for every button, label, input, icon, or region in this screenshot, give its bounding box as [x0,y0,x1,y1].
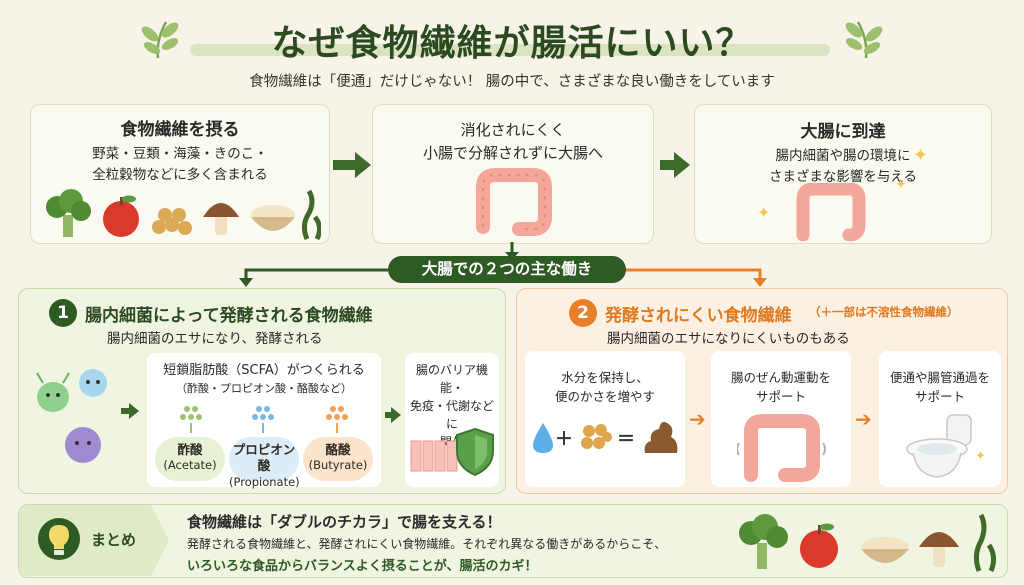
intestine-icon [476,168,552,236]
bacteria-purple-icon [65,427,101,463]
section-number: 2 [569,299,597,327]
step-text-2: 全粒穀物などに多く含まれる [92,166,268,183]
flow-arrow-2 [660,152,690,178]
seaweed-icon [973,513,997,572]
effect-line-2: 便のかさを増やす [554,388,655,404]
gut-barrier-shield-icon [410,427,494,477]
water-drop-icon [533,423,553,453]
sparkle-icon: ✦ [757,203,771,222]
step-large-intestine: 大腸に到達 腸内細菌や腸の環境に さまざまな影響を与える ✦ ✦ ✦ [694,104,992,244]
large-intestine-icon [796,183,866,241]
seaweed-icon [301,189,321,241]
effect-bowel-box: 便通や腸管通過を サポート ✦ [879,351,1001,487]
stool-icon [644,421,678,453]
page-title: なぜ食物繊維が腸活にいい？ [271,23,753,64]
step-text-2: さまざまな影響を与える [768,168,918,185]
effect-line-1: 水分を保持し、 [561,370,649,385]
effect-line-1: 腸のぜん動運動を [730,370,831,385]
acid-propionate: プロピオン酸 (Propionate) [229,437,300,489]
summary-box: まとめ 食物繊維は「ダブルのチカラ」で腸を支える！ 発酵される食物繊維と、発酵さ… [18,504,1008,578]
barrier-text-2: 免疫・代謝などに [409,399,494,431]
broccoli-icon [46,189,91,237]
barrier-text-1: 腸のバリア機能・ [415,363,488,395]
section1-arrow-1 [121,403,139,419]
summary-foods-illustration [739,513,997,572]
summary-line-2: いろいろな食品からバランスよく摂ることが、腸活のカギ！ [187,559,538,574]
step-title-2: 小腸で分解されずに大腸へ [422,144,603,163]
section-subtitle: 腸内細菌のエサになりにくいものもある [607,331,850,347]
scfa-dots-illustration [180,406,348,433]
grain-bowl-icon [861,537,909,563]
section-title: 発酵されにくい食物繊維 [605,306,792,326]
acid-en: (Butyrate) [308,458,368,473]
apple-icon [800,523,838,568]
bacteria-blue-icon [79,369,107,397]
acid-name: プロピオン酸 [232,442,296,474]
mushroom-icon [919,532,959,567]
peristalsis-intestine-icon [737,414,826,482]
effect-line-2: サポート [755,388,806,404]
barrier-box: 腸のバリア機能・ 免疫・代謝などに 関与 [405,353,499,487]
section-non-fermented-fiber: 2 発酵されにくい食物繊維 （＋一部は不溶性食物繊維） 腸内細菌のエサになりにく… [516,288,1008,494]
leaf-left-icon [141,21,179,59]
title-underline [190,44,830,56]
effect-peristalsis-box: 腸のぜん動運動を サポート [711,351,851,487]
fiber-foods-illustration [46,189,321,241]
section-number: 1 [49,299,77,327]
section-title-note: （＋一部は不溶性食物繊維） [809,305,959,319]
step-title: 大腸に到達 [800,122,886,142]
section2-arrow-1: ➔ [689,407,706,431]
sparkle-icon: ✦ [895,177,907,193]
equals-sign: ＝ [617,429,635,450]
effect-bulk-box: 水分を保持し、 便のかさを増やす ＋ ＝ [525,351,685,487]
section1-arrow-2 [385,407,401,423]
step-reach-colon: 消化されにくく 小腸で分解されずに大腸へ [372,104,654,244]
scfa-box: 短鎖脂肪酸（SCFA）がつくられる （酢酸・プロピオン酸・酪酸など） 酢酸 (A… [147,353,381,489]
scfa-subtitle: （酢酸・プロピオン酸・酪酸など） [176,381,352,395]
effect-line-1: 便通や腸管通過を [889,370,990,385]
gut-bacteria-illustration [36,369,107,463]
step-text-1: 腸内細菌や腸の環境に [775,148,911,164]
leaf-right-icon [845,21,883,59]
page-subtitle: 食物繊維は「便通」だけじゃない！ 腸の中で、さまざまな良い働きをしています [249,74,775,90]
plus-sign: ＋ [555,429,573,450]
broccoli-icon [739,514,788,569]
fiber-clump-icon [581,424,612,449]
toilet-icon [906,414,972,478]
acid-acetate: 酢酸 (Acetate) [155,437,225,481]
acid-en: (Acetate) [163,458,217,473]
acid-name: 酪酸 [325,442,351,457]
sparkle-icon: ✦ [975,449,986,464]
effect-line-2: サポート [914,388,965,404]
flow-arrow-1 [333,152,371,178]
grain-bowl-icon [251,205,295,231]
section-title: 腸内細菌によって発酵される食物繊維 [85,306,373,326]
section-subtitle: 腸内細菌のエサになり、発酵される [107,331,323,347]
acid-butyrate: 酪酸 (Butyrate) [303,437,373,481]
section2-arrow-2: ➔ [855,407,872,431]
two-functions-banner: 大腸での２つの主な働き [388,256,626,283]
beans-icon [152,208,192,235]
sparkle-icon: ✦ [913,145,929,166]
scfa-title: 短鎖脂肪酸（SCFA）がつくられる [163,363,365,378]
apple-icon [103,195,139,237]
step-eat-fiber: 食物繊維を摂る 野菜・豆類・海藻・きのこ・ 全粒穀物などに多く含まれる [30,104,330,244]
summary-line-1: 発酵される食物繊維と、発酵されにくい食物繊維。それぞれ異なる働きがあるからこそ、 [187,537,667,551]
bacteria-green-icon [36,372,70,412]
lightbulb-icon [38,518,80,560]
mushroom-icon [203,203,239,235]
summary-label: まとめ [91,531,137,549]
step-title: 食物繊維を摂る [120,120,240,140]
step-title: 消化されにくく [460,121,566,139]
acid-name: 酢酸 [177,442,203,457]
summary-headline: 食物繊維は「ダブルのチカラ」で腸を支える！ [187,513,502,531]
acid-en: (Propionate) [229,474,300,489]
section-fermented-fiber: 1 腸内細菌によって発酵される食物繊維 腸内細菌のエサになり、発酵される 短鎖脂… [18,288,506,494]
branch-connector [239,242,767,287]
step-text-1: 野菜・豆類・海藻・きのこ・ [92,146,268,162]
